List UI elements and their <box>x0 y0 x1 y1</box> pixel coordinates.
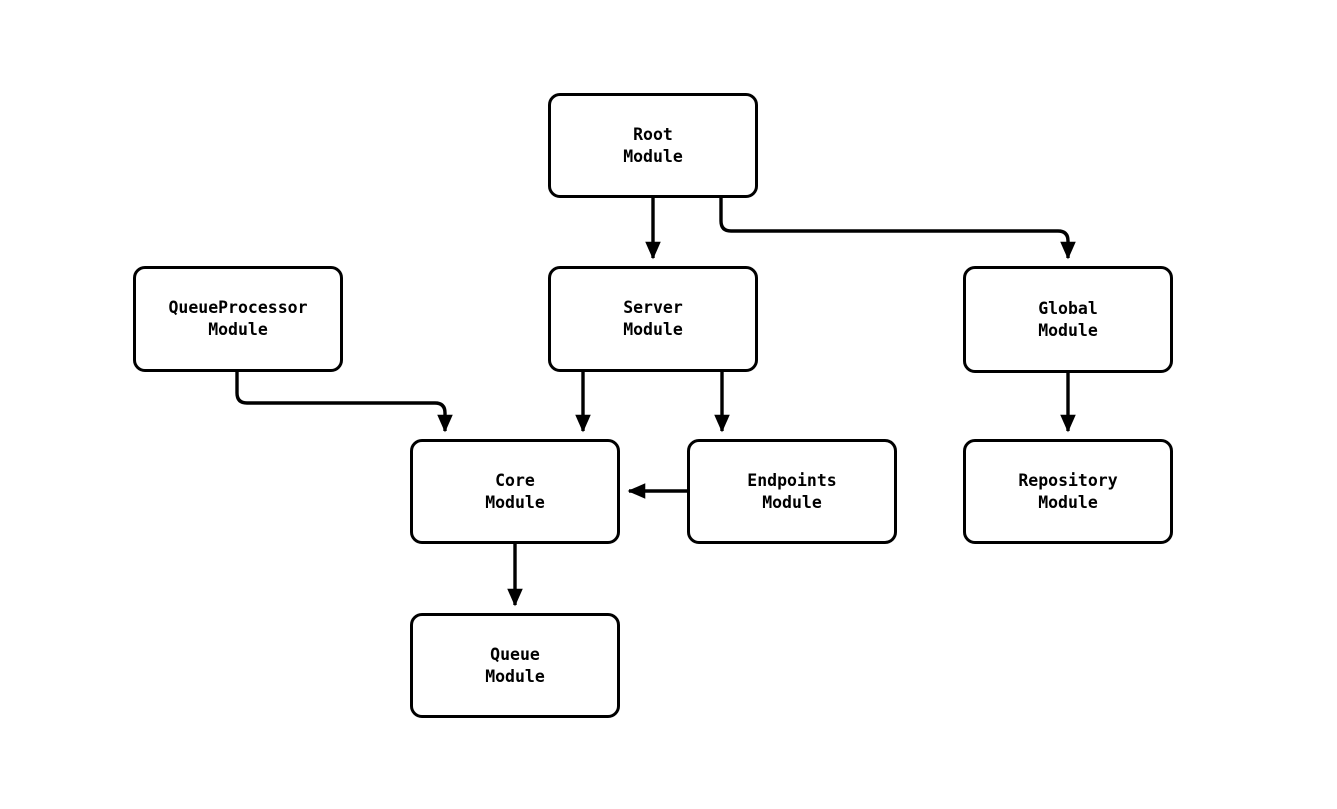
node-root-module-label-line2: Module <box>623 146 683 166</box>
node-queueprocessor-module-label-line1: QueueProcessor <box>168 298 308 317</box>
node-repository-module[interactable]: Repository Module <box>963 439 1173 544</box>
node-queue-module-label-line1: Queue <box>490 644 540 664</box>
edge-queueprocessor-to-core <box>235 372 453 433</box>
edge-root-to-global <box>719 198 1076 260</box>
node-queue-module-label-line2: Module <box>485 666 545 686</box>
node-global-module-label-line2: Module <box>1038 320 1098 340</box>
node-endpoints-module-label-line1: Endpoints <box>747 470 837 490</box>
node-server-module-label-line2: Module <box>623 320 683 339</box>
node-global-module[interactable]: Global Module <box>963 266 1173 373</box>
node-queue-module[interactable]: Queue Module <box>410 613 620 718</box>
node-server-module-label-line1: Server <box>623 298 683 317</box>
node-queueprocessor-module-label-line2: Module <box>208 320 268 339</box>
node-global-module-label-line1: Global <box>1038 298 1098 318</box>
node-queueprocessor-module[interactable]: QueueProcessor Module <box>133 266 343 372</box>
node-root-module[interactable]: Root Module <box>548 93 758 198</box>
node-endpoints-module[interactable]: Endpoints Module <box>687 439 897 544</box>
node-core-module-label-line2: Module <box>485 492 545 512</box>
node-endpoints-module-label-line2: Module <box>762 492 822 512</box>
node-server-module[interactable]: Server Module <box>548 266 758 372</box>
node-root-module-label-line1: Root <box>633 124 673 144</box>
node-repository-module-label-line1: Repository <box>1018 470 1118 490</box>
node-core-module-label-line1: Core <box>495 470 535 490</box>
node-repository-module-label-line2: Module <box>1038 492 1098 512</box>
node-core-module[interactable]: Core Module <box>410 439 620 544</box>
